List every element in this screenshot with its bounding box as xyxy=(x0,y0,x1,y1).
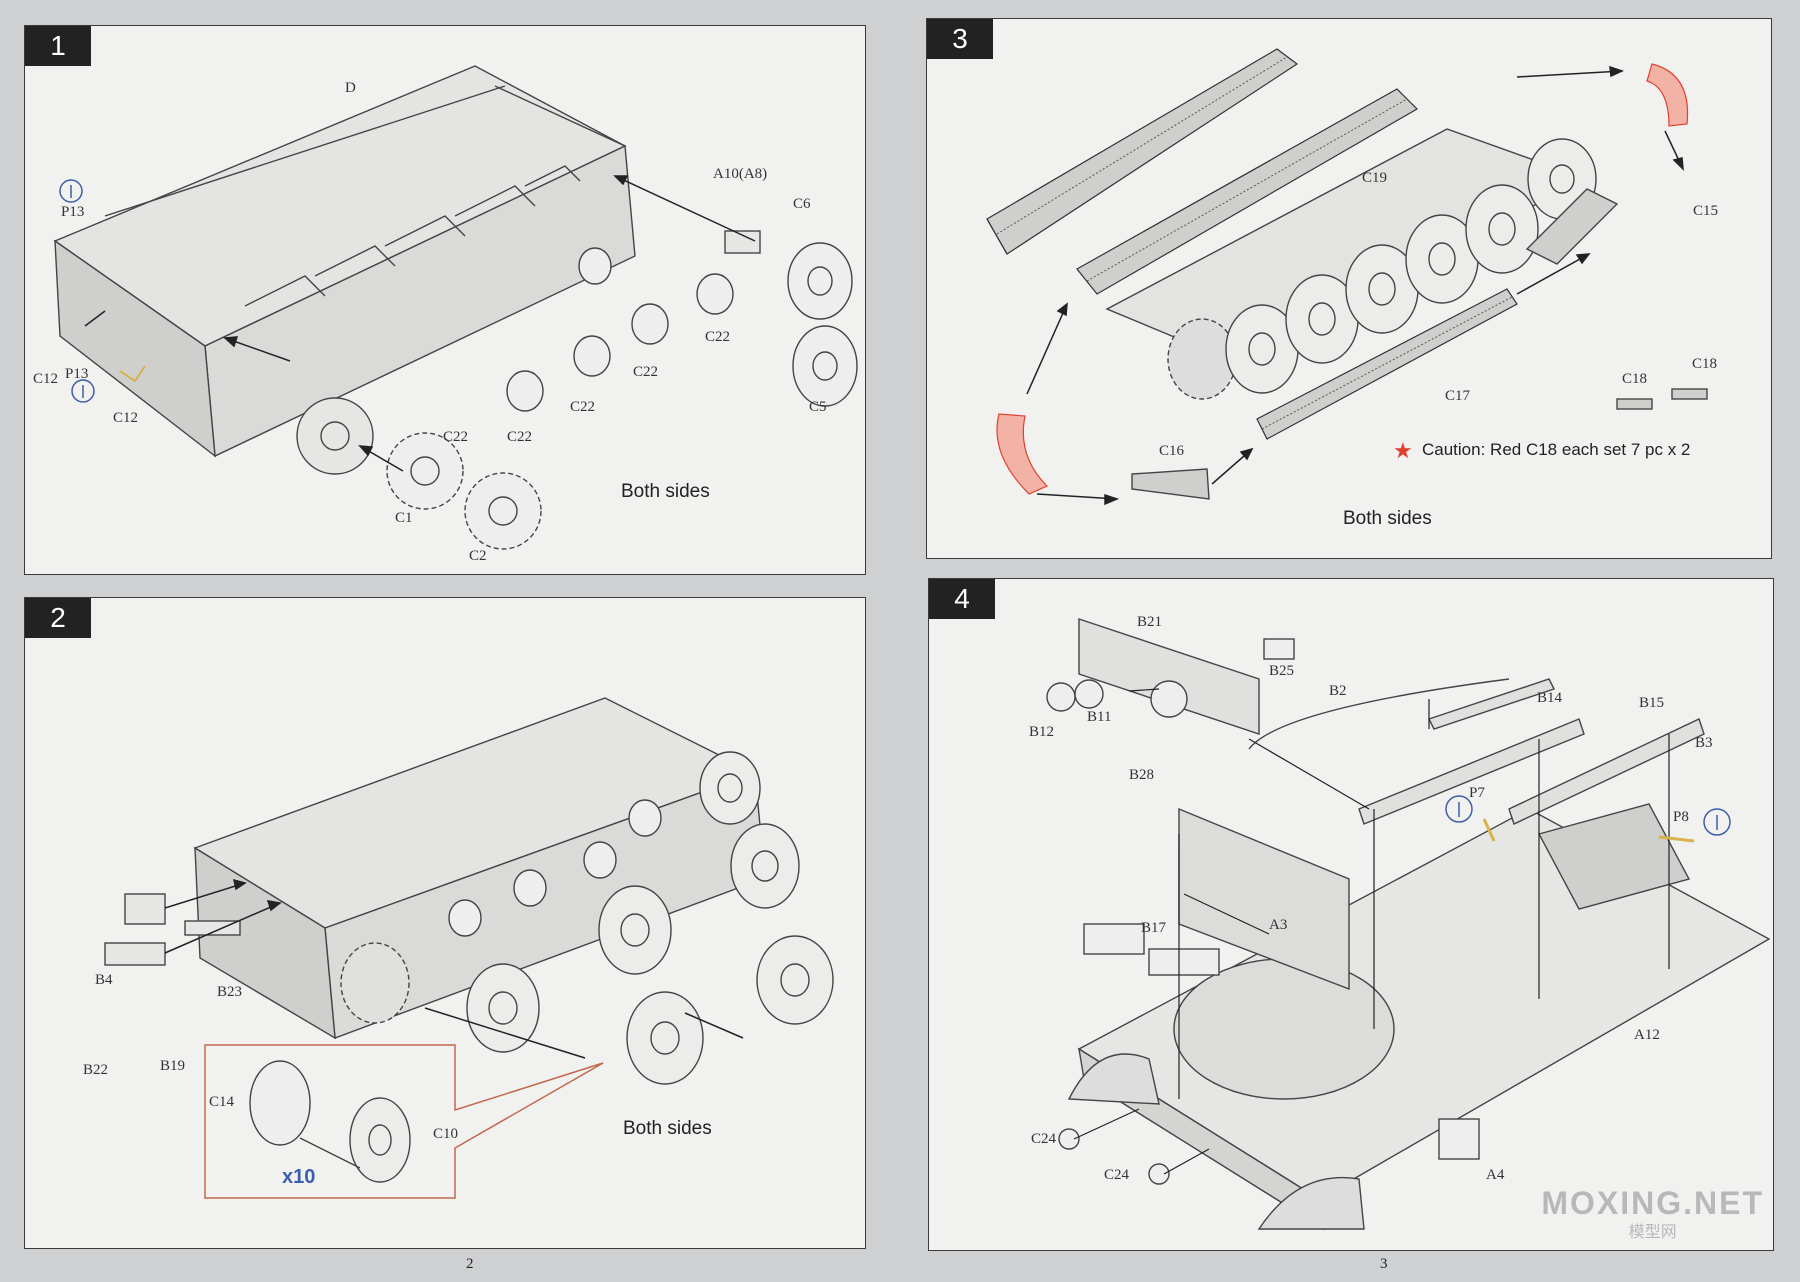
label-b21: B21 xyxy=(1137,614,1162,630)
label-a12: A12 xyxy=(1634,1027,1660,1043)
label-b15: B15 xyxy=(1639,695,1664,711)
label-c17: C17 xyxy=(1445,388,1471,404)
step-2-note: Both sides xyxy=(623,1118,712,1139)
label-b2: B2 xyxy=(1329,683,1347,699)
step-1-number: 1 xyxy=(25,26,91,66)
step-1-drawing: D P13 P13 C12 C12 A10(A8) C6 C5 C22 C22 … xyxy=(33,65,858,564)
watermark: MOXING.NET 模型网 xyxy=(1541,1185,1764,1242)
label-a3: A3 xyxy=(1269,917,1287,933)
label-b28: B28 xyxy=(1129,767,1154,783)
step-2-drawing: B4 B23 B22 B19 C14 C10 x10 Both sides xyxy=(83,697,834,1199)
label-c18-right: C18 xyxy=(1692,356,1717,372)
label-c24-right: C24 xyxy=(1104,1167,1130,1183)
label-c12-right: C12 xyxy=(113,410,138,426)
label-c2: C2 xyxy=(469,548,487,564)
label-b19: B19 xyxy=(160,1058,185,1074)
label-b3: B3 xyxy=(1695,735,1713,751)
label-c22-4: C22 xyxy=(507,429,532,445)
label-p7: P7 xyxy=(1469,785,1485,801)
step-2-panel: 2 xyxy=(24,597,866,1249)
label-b12: B12 xyxy=(1029,724,1054,740)
step-3-panel: 3 xyxy=(926,18,1772,559)
label-b17: B17 xyxy=(1141,920,1167,936)
label-x10: x10 xyxy=(282,1166,315,1188)
watermark-main: MOXING.NET xyxy=(1541,1185,1764,1221)
page-number-right: 3 xyxy=(1380,1256,1388,1272)
label-c5: C5 xyxy=(809,399,827,415)
step-3-number: 3 xyxy=(927,19,993,59)
label-c6: C6 xyxy=(793,196,811,212)
label-c22-1: C22 xyxy=(705,329,730,345)
label-c12-left: C12 xyxy=(33,371,58,387)
label-c24-left: C24 xyxy=(1031,1131,1057,1147)
caution-star-icon: ★ xyxy=(1393,438,1413,463)
label-c15: C15 xyxy=(1693,203,1718,219)
label-d: D xyxy=(345,80,356,96)
step-1-panel: 1 xyxy=(24,25,866,575)
watermark-sub: 模型网 xyxy=(1628,1224,1677,1241)
label-c22-5: C22 xyxy=(443,429,468,445)
label-c22-2: C22 xyxy=(633,364,658,380)
label-p13-bottom: P13 xyxy=(65,366,88,382)
label-b11: B11 xyxy=(1087,709,1111,725)
step-2-number: 2 xyxy=(25,598,91,638)
step-3-drawing: C19 C15 C18 C18 C17 C16 ★ Caution: Red C… xyxy=(986,48,1718,529)
step-1-note: Both sides xyxy=(621,481,710,502)
label-b4: B4 xyxy=(95,972,113,988)
label-p8: P8 xyxy=(1673,809,1689,825)
label-b22: B22 xyxy=(83,1062,108,1078)
label-b14: B14 xyxy=(1537,690,1563,706)
label-c1: C1 xyxy=(395,510,413,526)
label-c18-left: C18 xyxy=(1622,371,1647,387)
label-b25: B25 xyxy=(1269,663,1294,679)
step-4-number: 4 xyxy=(929,579,995,619)
step-3-caution: Caution: Red C18 each set 7 pc x 2 xyxy=(1422,440,1690,459)
label-a10: A10(A8) xyxy=(713,166,767,182)
label-c14: C14 xyxy=(209,1094,235,1110)
step-3-note: Both sides xyxy=(1343,508,1432,529)
label-c16: C16 xyxy=(1159,443,1185,459)
label-p13-top: P13 xyxy=(61,204,84,220)
label-b23: B23 xyxy=(217,984,242,1000)
step-4-panel: 4 xyxy=(928,578,1774,1251)
page-number-left: 2 xyxy=(466,1256,474,1272)
label-c10: C10 xyxy=(433,1126,458,1142)
label-c19: C19 xyxy=(1362,170,1387,186)
label-a4: A4 xyxy=(1486,1167,1505,1183)
label-c22-3: C22 xyxy=(570,399,595,415)
step-4-drawing: B21 B25 B12 B11 B28 B2 B14 B15 B3 P7 P8 … xyxy=(1029,614,1771,1231)
